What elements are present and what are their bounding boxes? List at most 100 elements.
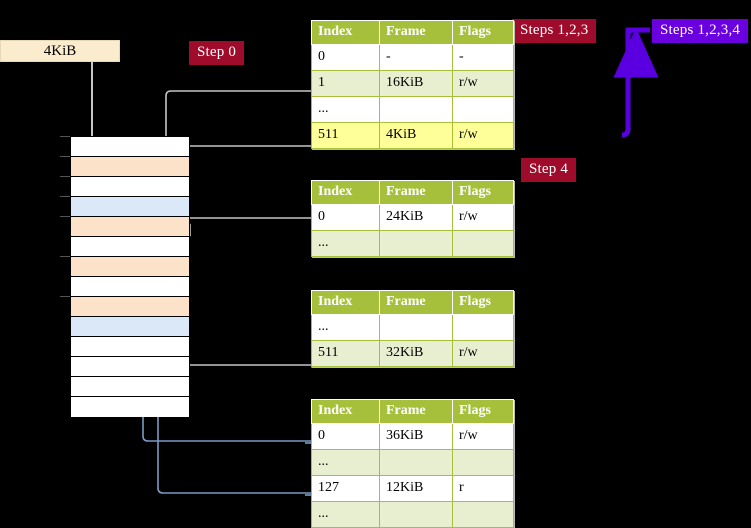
- cell-flags: r: [452, 475, 514, 502]
- column-header-index: Index: [311, 399, 380, 424]
- cell-index: 127: [311, 475, 380, 502]
- cr3-register-label: 4KiB: [43, 42, 77, 59]
- column-header-frame: Frame: [379, 399, 453, 424]
- memory-tick-4: [60, 216, 70, 217]
- table-row: ...: [311, 230, 514, 257]
- memory-tick-1: [60, 156, 70, 157]
- badge-step-4-label: Step 4: [529, 161, 569, 177]
- table-row: 0--: [311, 44, 514, 71]
- column-header-flags: Flags: [452, 20, 514, 45]
- cell-index: ...: [311, 230, 380, 257]
- memory-row-2: [71, 177, 189, 197]
- table-row: ...: [311, 501, 514, 528]
- badge-steps-1234: Steps 1,2,3,4: [652, 19, 749, 43]
- cell-index: 0: [311, 423, 380, 450]
- memory-row-8: [71, 297, 189, 317]
- column-header-frame: Frame: [379, 20, 453, 45]
- column-header-index: Index: [311, 20, 380, 45]
- table-header-row: Index Frame Flags: [311, 290, 514, 315]
- wire-table2-to-mem: [177, 217, 311, 237]
- table-row: ...: [311, 314, 514, 341]
- badge-step-4: Step 4: [521, 158, 577, 182]
- column-header-index: Index: [311, 290, 380, 315]
- memory-row-11: [71, 357, 189, 377]
- badge-steps-123-label: Steps 1,2,3: [520, 22, 589, 38]
- column-header-flags: Flags: [452, 180, 514, 205]
- cell-frame: 24KiB: [379, 204, 453, 231]
- memory-row-10: [71, 337, 189, 357]
- wire-mem-to-table4-a: [142, 200, 311, 442]
- memory-row-1: [71, 157, 189, 177]
- cell-flags: [452, 501, 514, 528]
- badge-step-0-label: Step 0: [197, 44, 237, 60]
- cell-frame: 12KiB: [379, 475, 453, 502]
- table-header-row: Index Frame Flags: [311, 180, 514, 205]
- cell-frame: [379, 230, 453, 257]
- cell-flags: r/w: [452, 423, 514, 450]
- cell-index: ...: [311, 449, 380, 476]
- physical-memory-column: [70, 136, 190, 417]
- table-row: ...: [311, 449, 514, 476]
- badge-steps-1234-label: Steps 1,2,3,4: [660, 22, 741, 38]
- memory-tick-6: [60, 256, 70, 257]
- memory-row-13: [71, 397, 189, 417]
- cell-index: ...: [311, 96, 380, 123]
- memory-tick-3: [60, 196, 70, 197]
- table-header-row: Index Frame Flags: [311, 399, 514, 424]
- badge-steps-123: Steps 1,2,3: [512, 19, 597, 43]
- cell-frame: 32KiB: [379, 340, 453, 367]
- memory-row-7: [71, 277, 189, 297]
- column-header-flags: Flags: [452, 290, 514, 315]
- memory-tick-8: [60, 296, 70, 297]
- wire-table3-to-mem: [165, 335, 311, 366]
- badge-step-0: Step 0: [189, 41, 245, 65]
- cell-index: 511: [311, 340, 380, 367]
- cell-index: ...: [311, 501, 380, 528]
- cell-frame: 16KiB: [379, 70, 453, 97]
- cell-flags: [452, 314, 514, 341]
- cell-flags: [452, 230, 514, 257]
- cell-flags: [452, 449, 514, 476]
- cell-flags: [452, 96, 514, 123]
- memory-tick-2: [60, 176, 70, 177]
- cr3-register-box: 4KiB: [0, 40, 120, 62]
- bracket-steps-1234: [613, 27, 659, 138]
- cell-flags: r/w: [452, 122, 514, 149]
- table-row: ...: [311, 96, 514, 123]
- wire-table4-stubs: [305, 442, 311, 496]
- cell-frame: [379, 314, 453, 341]
- cell-index: 0: [311, 204, 380, 231]
- cell-flags: r/w: [452, 340, 514, 367]
- memory-row-12: [71, 377, 189, 397]
- cell-index: 511: [311, 122, 380, 149]
- wire-mem-to-table4-b: [157, 319, 311, 494]
- cell-frame: [379, 96, 453, 123]
- cell-frame: -: [379, 44, 453, 71]
- memory-row-9: [71, 317, 189, 337]
- cell-flags: r/w: [452, 204, 514, 231]
- memory-row-3: [71, 197, 189, 217]
- cell-flags: r/w: [452, 70, 514, 97]
- cell-frame: [379, 449, 453, 476]
- memory-tick-0: [60, 136, 70, 137]
- cell-frame: 36KiB: [379, 423, 453, 450]
- cell-index: ...: [311, 314, 380, 341]
- cell-frame: [379, 501, 453, 528]
- column-header-index: Index: [311, 180, 380, 205]
- table-header-row: Index Frame Flags: [311, 20, 514, 45]
- cell-index: 0: [311, 44, 380, 71]
- memory-row-0: [71, 137, 189, 157]
